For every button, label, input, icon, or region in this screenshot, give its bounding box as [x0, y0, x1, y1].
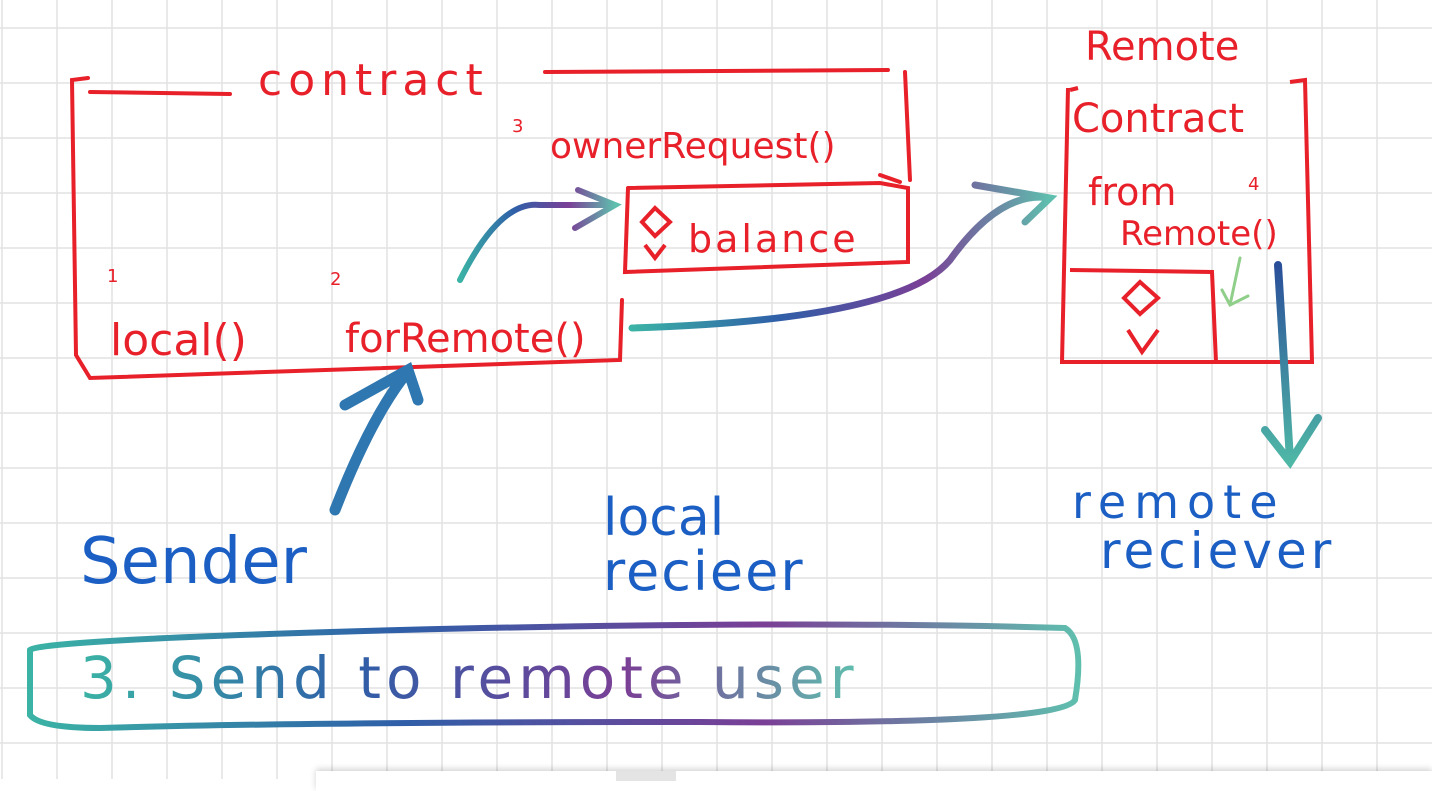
arrow-forremote-to-balance [457, 187, 622, 283]
remote-receiver-line1: remote [1072, 475, 1286, 529]
toolbar-drag-handle[interactable] [616, 771, 676, 781]
remote-diamond-token-icon [1121, 279, 1162, 356]
local-function[interactable]: local() [110, 315, 247, 366]
arrow-sender-to-forremote [329, 361, 424, 516]
arrow-remote-to-receiver [1261, 261, 1322, 469]
from-remote-line1[interactable]: from [1088, 170, 1176, 214]
from-remote-line2[interactable]: Remote() [1120, 214, 1278, 254]
local-receiver-line2: recieer [603, 540, 805, 603]
remote-contract-subtitle: Contract [1072, 96, 1244, 142]
local-contract-box [69, 68, 912, 381]
step-4-badge: 4 [1248, 174, 1259, 195]
step-2-badge: 2 [330, 269, 341, 290]
remote-title: Remote [1085, 24, 1239, 70]
local-contract-title: contract [258, 55, 489, 106]
step-1-badge: 1 [107, 266, 118, 287]
arrows [329, 181, 1322, 516]
step-3-badge: 3 [512, 116, 523, 137]
local-receiver-line1: local [603, 488, 724, 548]
arrow-forremote-to-remote [628, 181, 1058, 332]
owner-request-function[interactable]: ownerRequest() [550, 126, 836, 167]
for-remote-function[interactable]: forRemote() [345, 316, 586, 362]
caption-text: 3. Send to remote user [80, 644, 859, 712]
remote-receiver-line2: reciever [1100, 522, 1335, 580]
bottom-toolbar-panel[interactable] [316, 771, 1432, 791]
balance-state: balance [688, 217, 859, 261]
remote-contract-box [1059, 77, 1315, 364]
diamond-token-icon [639, 205, 673, 262]
caption-outline [27, 621, 1082, 732]
sender-label: Sender [80, 525, 308, 599]
small-arrow-in-remote [1220, 256, 1250, 307]
